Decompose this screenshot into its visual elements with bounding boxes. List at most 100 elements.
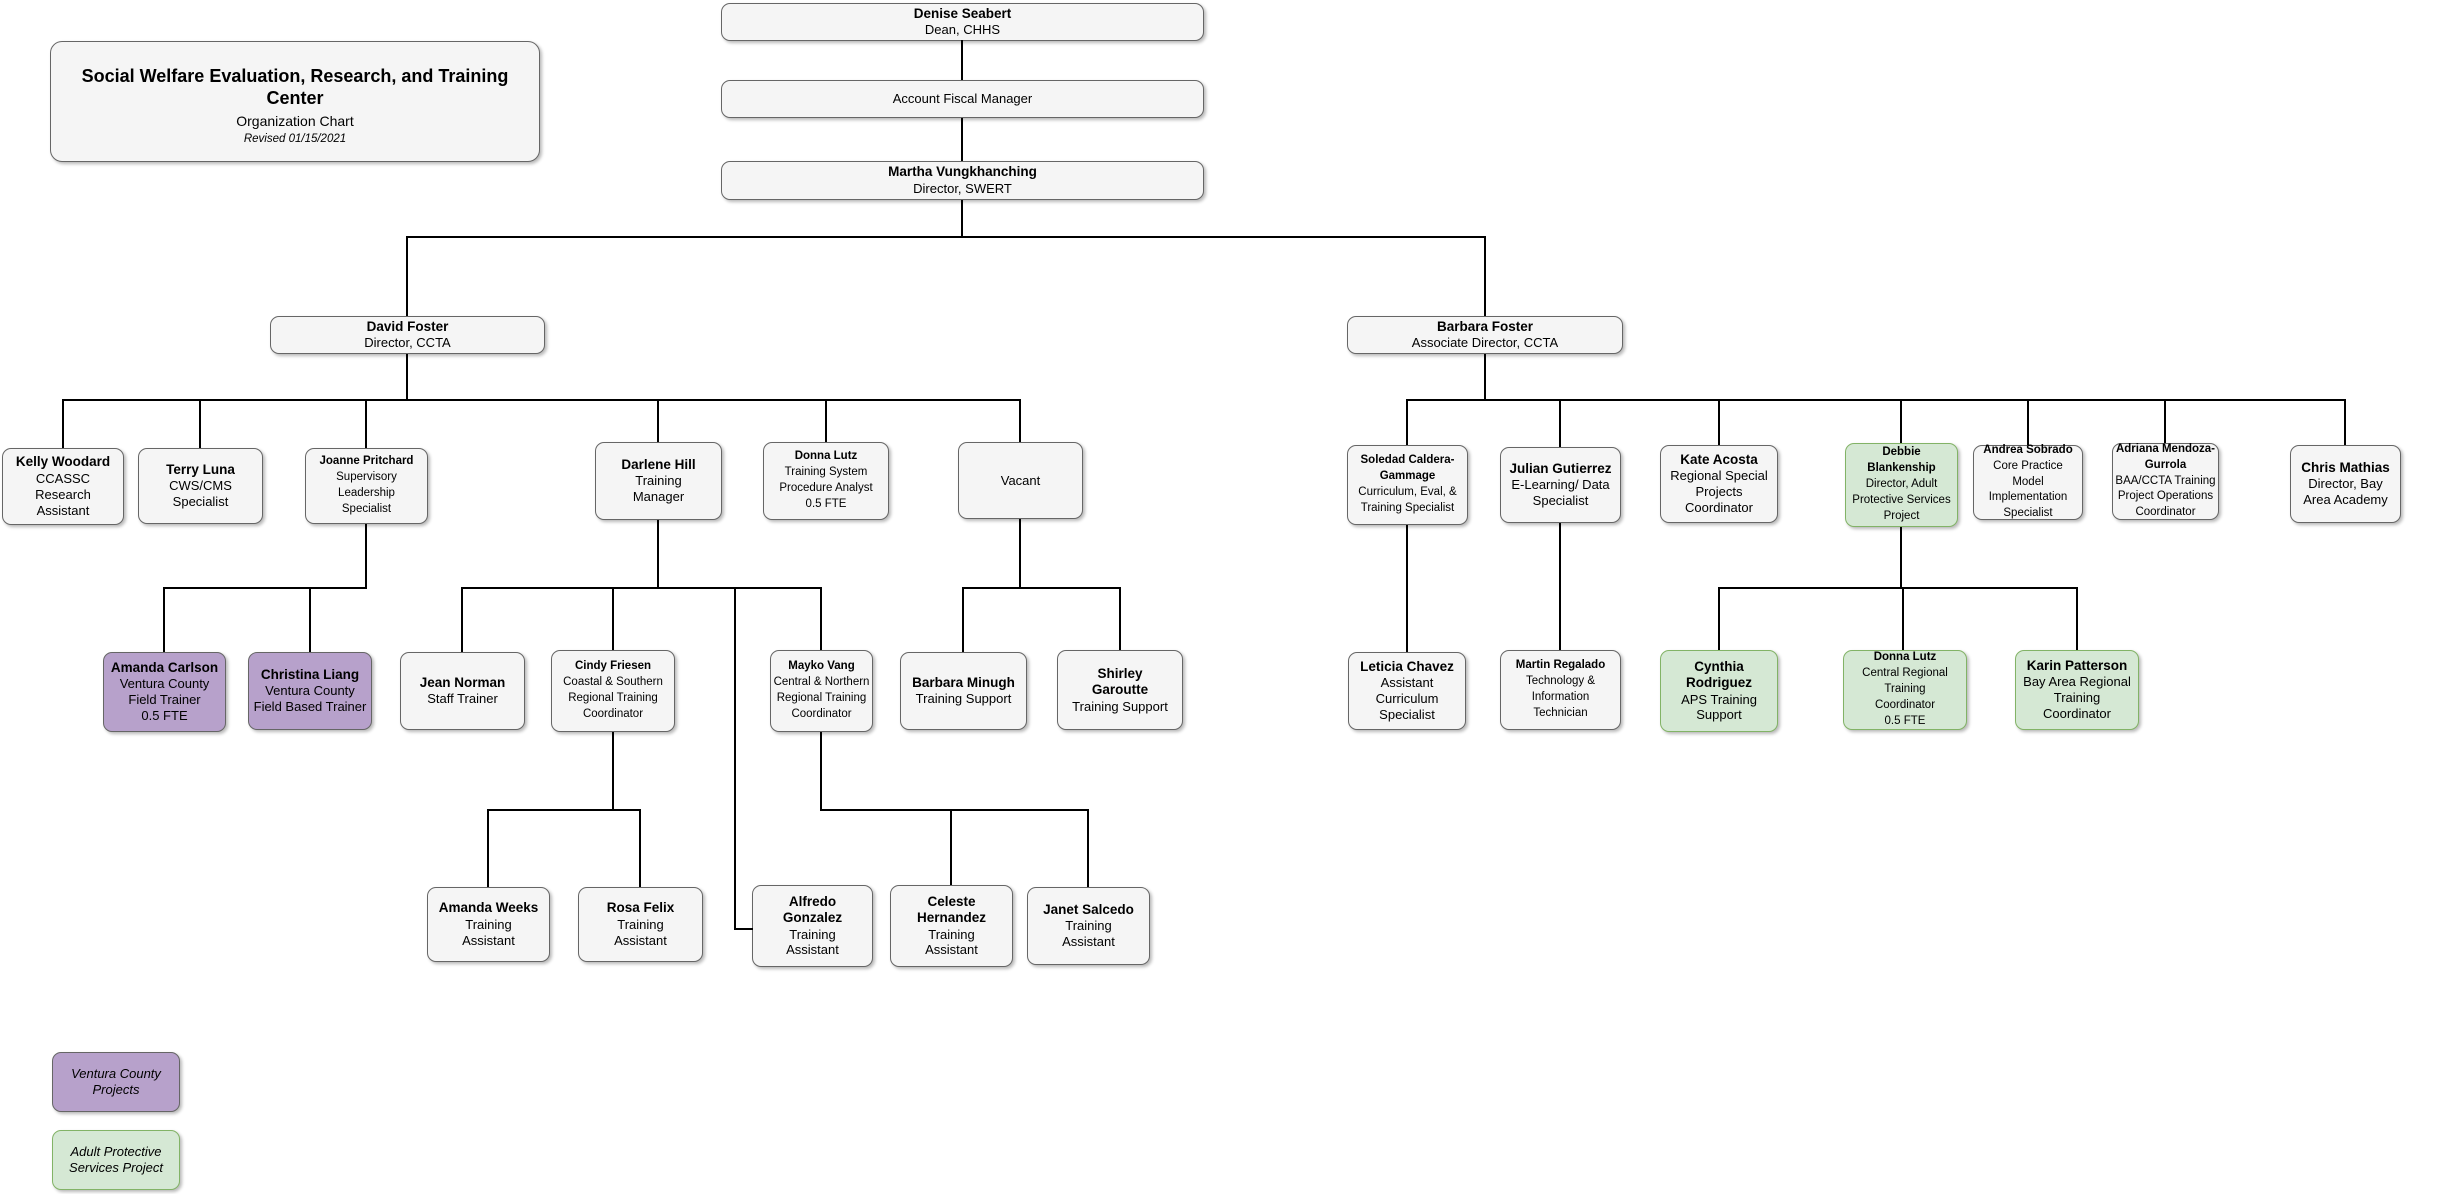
person-title: Director, Adult Protective Services Proj… <box>1852 478 1951 522</box>
legend-label: Ventura County Projects <box>71 1066 161 1097</box>
connector-line <box>406 236 1486 238</box>
person-name: Terry Luna <box>166 461 235 477</box>
person-name: Chris Mathias <box>2301 459 2390 475</box>
connector-line <box>612 732 614 810</box>
person-name: Julian Gutierrez <box>1509 460 1612 476</box>
person-title: Central & Northern Regional Training Coo… <box>773 676 870 720</box>
person-title: Central Regional Training Coordinator 0.… <box>1862 667 1948 727</box>
title-box: Social Welfare Evaluation, Research, and… <box>50 41 540 162</box>
connector-line <box>820 588 822 650</box>
legend-label: Adult Protective Services Project <box>69 1144 163 1175</box>
person-title: Staff Trainer <box>427 691 498 707</box>
connector-line <box>820 732 822 810</box>
person-title: Curriculum, Eval, & Training Specialist <box>1358 486 1457 514</box>
person-title: BAA/CCTA Training Project Operations Coo… <box>2115 474 2216 519</box>
person-title: Bay Area Regional Training Coordinator <box>2023 674 2131 722</box>
person-title: Training Assistant <box>1062 918 1115 950</box>
person-title: Training Support <box>1072 698 1168 714</box>
connector-line <box>1902 588 1904 650</box>
connector-line <box>962 588 964 652</box>
connector-line <box>734 588 736 929</box>
connector-line <box>2164 400 2166 443</box>
connector-line <box>1484 237 1486 316</box>
connector-line <box>820 809 1089 811</box>
chart-subtitle: Organization Chart <box>236 113 354 130</box>
org-box-vacant: Vacant <box>958 442 1083 519</box>
person-title: Director, CCTA <box>364 335 451 351</box>
person-title: Core Practice Model Implementation Speci… <box>1988 459 2068 520</box>
org-box-account-fiscal-manager: Account Fiscal Manager <box>721 80 1204 118</box>
person-title: Ventura County Field Based Trainer <box>253 683 367 715</box>
person-name: Donna Lutz <box>794 450 858 463</box>
person-name: Cynthia Rodriguez <box>1686 658 1752 691</box>
person-name: Joanne Pritchard <box>319 455 414 468</box>
person-name: Kelly Woodard <box>15 454 111 470</box>
person-title: CWS/CMS Specialist <box>169 478 232 510</box>
chart-title: Social Welfare Evaluation, Research, and… <box>81 66 509 108</box>
connector-line <box>163 588 165 652</box>
person-title: Training Assistant <box>925 926 978 958</box>
connector-line <box>1718 400 1720 445</box>
connector-line <box>163 587 367 589</box>
connector-line <box>487 809 641 811</box>
person-title: Technology & Information Technician <box>1525 675 1596 719</box>
connector-line <box>1559 523 1561 650</box>
chart-revised-date: Revised 01/15/2021 <box>243 133 347 146</box>
person-title: Coastal & Southern Regional Training Coo… <box>563 676 663 720</box>
person-name: Jean Norman <box>419 674 506 690</box>
connector-line <box>950 810 952 885</box>
connector-line <box>365 524 367 588</box>
connector-line <box>2027 400 2029 445</box>
person-title: Dean, CHHS <box>924 22 1001 38</box>
person-name: Soledad Caldera- Gammage <box>1360 454 1455 483</box>
connector-line <box>1406 399 2346 401</box>
connector-line <box>1718 587 2078 589</box>
person-name: Martha Vungkhanching <box>888 164 1037 180</box>
person-name: Karin Patterson <box>2026 657 2128 673</box>
person-name: Martin Regalado <box>1515 659 1606 672</box>
connector-line <box>961 200 963 237</box>
person-title: Account Fiscal Manager <box>892 91 1033 107</box>
connector-line <box>2076 588 2078 650</box>
person-title: APS Training Support <box>1681 691 1757 723</box>
connector-line <box>406 237 408 316</box>
connector-line <box>1484 354 1486 400</box>
connector-line <box>1406 400 1408 445</box>
person-name: Christina Liang <box>260 666 360 682</box>
person-title: Assistant Curriculum Specialist <box>1375 675 1439 723</box>
person-title: Training Support <box>915 691 1012 707</box>
person-name: Debbie Blankenship <box>1867 446 1936 475</box>
person-title: Director, SWERT <box>913 180 1012 196</box>
connector-line <box>365 400 367 448</box>
connector-line <box>1718 588 1720 650</box>
connector-line <box>1559 400 1561 447</box>
person-title: CCASSC Research Assistant <box>35 470 91 518</box>
connector-line <box>612 588 614 650</box>
person-title: Director, Bay Area Academy <box>2303 476 2388 508</box>
connector-line <box>309 588 311 652</box>
person-title: Training System Procedure Analyst 0.5 FT… <box>779 466 873 510</box>
person-title: Associate Director, CCTA <box>1411 335 1559 351</box>
connector-line <box>1019 400 1021 442</box>
connector-line <box>657 400 659 442</box>
person-name: David Foster <box>366 318 449 334</box>
connector-line <box>1406 525 1408 652</box>
connector-line <box>62 399 1021 401</box>
connector-line <box>1900 527 1902 588</box>
